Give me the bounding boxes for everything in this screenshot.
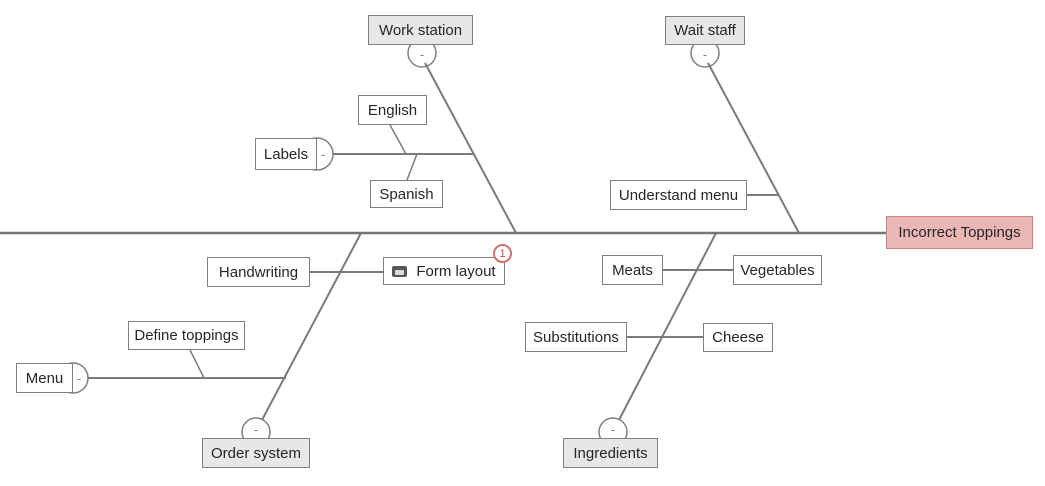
- category-labels[interactable]: Labels: [255, 138, 317, 170]
- cause-meats[interactable]: Meats: [602, 255, 663, 285]
- collapse-button-work-station[interactable]: -: [419, 46, 425, 62]
- cause-english-label: English: [367, 101, 418, 119]
- english-connector: [389, 124, 407, 155]
- cause-handwriting-label: Handwriting: [218, 263, 299, 281]
- cause-define-toppings[interactable]: Define toppings: [128, 321, 245, 350]
- category-work-station-label: Work station: [378, 21, 463, 39]
- cause-understand-menu[interactable]: Understand menu: [610, 180, 747, 210]
- category-labels-label: Labels: [263, 145, 309, 163]
- wait-staff-bone: [707, 62, 800, 234]
- cause-cheese-label: Cheese: [712, 329, 764, 346]
- cause-substitutions[interactable]: Substitutions: [525, 322, 627, 352]
- cause-spanish[interactable]: Spanish: [370, 180, 443, 208]
- collapse-button-ingredients[interactable]: -: [610, 421, 616, 437]
- comment-count-badge[interactable]: 1: [493, 244, 512, 263]
- category-menu[interactable]: Menu: [16, 363, 73, 393]
- category-order-system[interactable]: Order system: [202, 438, 310, 468]
- collapse-button-wait-staff[interactable]: -: [702, 46, 708, 62]
- cause-vegetables[interactable]: Vegetables: [733, 255, 822, 285]
- effect-incorrect-toppings[interactable]: Incorrect Toppings: [886, 216, 1033, 249]
- collapse-button-labels[interactable]: -: [320, 146, 326, 162]
- cause-cheese[interactable]: Cheese: [703, 323, 773, 352]
- work-station-bone: [424, 62, 517, 234]
- category-wait-staff-label: Wait staff: [674, 22, 736, 39]
- cause-vegetables-label: Vegetables: [740, 261, 815, 279]
- cause-substitutions-label: Substitutions: [533, 328, 619, 346]
- ingredients-bone: [618, 232, 717, 421]
- cause-form-layout-label: Form layout: [416, 262, 496, 280]
- collapse-button-menu[interactable]: -: [76, 370, 82, 386]
- cause-understand-menu-label: Understand menu: [618, 186, 739, 204]
- category-ingredients-label: Ingredients: [573, 444, 648, 462]
- collapse-button-order-system[interactable]: -: [253, 421, 259, 437]
- cause-define-toppings-label: Define toppings: [134, 327, 239, 344]
- cause-spanish-label: Spanish: [379, 185, 434, 203]
- category-work-station[interactable]: Work station: [368, 15, 473, 45]
- cause-meats-label: Meats: [612, 261, 653, 279]
- category-order-system-label: Order system: [210, 444, 301, 462]
- comment-icon: [392, 265, 408, 277]
- effect-label: Incorrect Toppings: [898, 224, 1021, 241]
- cause-english[interactable]: English: [358, 95, 427, 125]
- order-system-bone: [261, 232, 362, 421]
- category-wait-staff[interactable]: Wait staff: [665, 16, 745, 45]
- cause-handwriting[interactable]: Handwriting: [207, 257, 310, 287]
- category-menu-label: Menu: [25, 369, 64, 387]
- define-toppings-connector: [189, 349, 205, 379]
- cause-form-layout[interactable]: Form layout: [383, 257, 505, 285]
- category-ingredients[interactable]: Ingredients: [563, 438, 658, 468]
- spanish-connector: [406, 153, 418, 181]
